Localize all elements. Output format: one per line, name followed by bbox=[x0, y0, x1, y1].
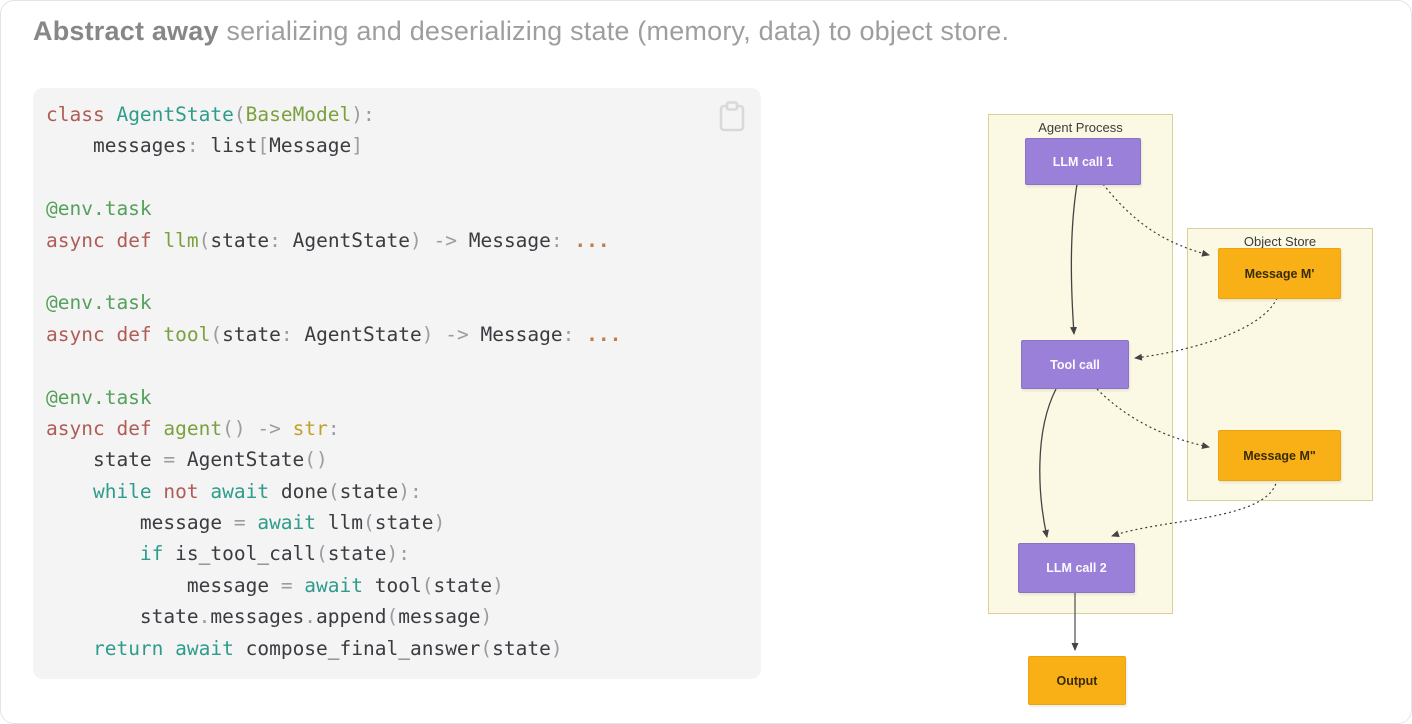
node-llm-call-1[interactable]: LLM call 1 bbox=[1025, 138, 1141, 185]
clipboard-icon bbox=[717, 101, 747, 136]
page-title-bold: Abstract away bbox=[33, 16, 219, 46]
object-store-title: Object Store bbox=[1243, 234, 1317, 249]
node-message-m1-label: Message M' bbox=[1244, 266, 1315, 281]
agent-process-title: Agent Process bbox=[1038, 120, 1123, 135]
node-output[interactable]: Output bbox=[1028, 656, 1126, 705]
node-llm-call-1-label: LLM call 1 bbox=[1052, 154, 1114, 169]
node-message-m2[interactable]: Message M" bbox=[1218, 430, 1341, 481]
node-message-m1[interactable]: Message M' bbox=[1218, 248, 1341, 299]
copy-code-button[interactable] bbox=[717, 100, 747, 132]
node-tool-call[interactable]: Tool call bbox=[1021, 340, 1129, 389]
node-tool-call-label: Tool call bbox=[1050, 357, 1100, 372]
node-llm-call-2[interactable]: LLM call 2 bbox=[1018, 543, 1135, 593]
code-lines[interactable]: class AgentState(BaseModel): messages: l… bbox=[46, 103, 622, 660]
page-title: Abstract away serializing and deserializ… bbox=[33, 16, 1009, 47]
node-message-m2-label: Message M" bbox=[1243, 448, 1316, 463]
node-llm-call-2-label: LLM call 2 bbox=[1046, 561, 1107, 575]
node-output-label: Output bbox=[1056, 673, 1098, 688]
code-block: class AgentState(BaseModel): messages: l… bbox=[33, 88, 761, 679]
page-title-rest: serializing and deserializing state (mem… bbox=[218, 16, 1010, 46]
